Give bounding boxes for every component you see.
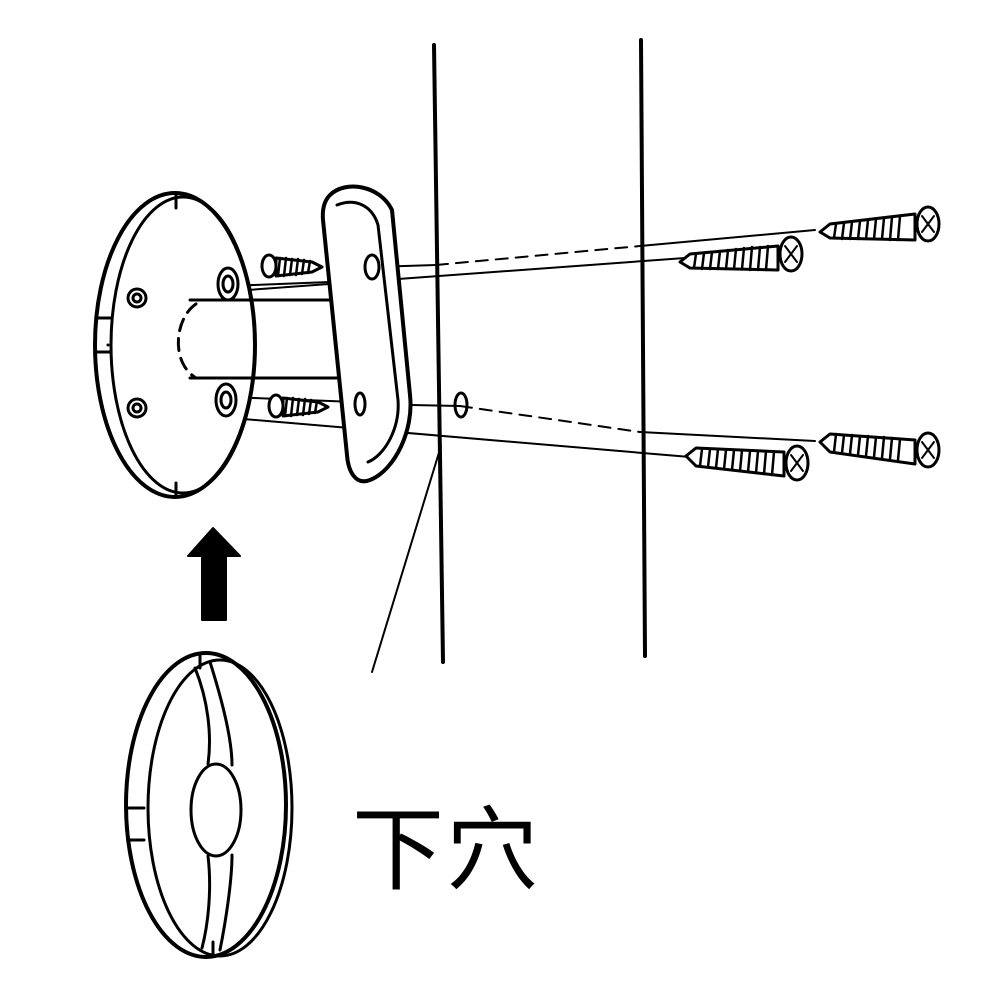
short-screw-bottom xyxy=(269,395,328,417)
wood-screw-lower-right xyxy=(820,433,939,467)
wall-bracket xyxy=(323,187,411,482)
wall-panel xyxy=(434,40,645,662)
pilot-hole-leader xyxy=(372,446,441,672)
up-arrow-icon xyxy=(188,528,240,620)
cap-center-boss xyxy=(191,764,241,856)
base-plate xyxy=(95,193,255,497)
wood-screw-lower-mid xyxy=(686,446,808,480)
base-hole-top xyxy=(128,289,146,307)
cover-cap xyxy=(126,653,292,957)
pilot-hole xyxy=(455,393,467,417)
pilot-hole-label: 下穴 xyxy=(352,797,541,904)
wood-screw-upper-right xyxy=(820,207,939,241)
bracket-hole-bottom xyxy=(355,393,365,415)
bracket-hole-top xyxy=(365,255,379,279)
short-screw-top xyxy=(262,255,322,277)
wood-screw-upper-mid xyxy=(680,237,802,271)
base-hole-bottom xyxy=(128,399,146,417)
support-pipe xyxy=(178,300,345,378)
